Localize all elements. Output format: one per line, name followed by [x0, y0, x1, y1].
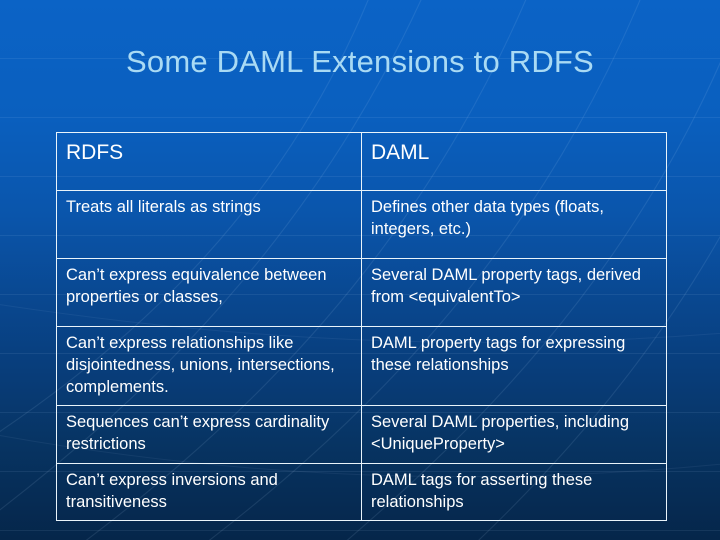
cell-daml: Defines other data types (floats, intege… — [361, 190, 667, 259]
table-row: Treats all literals as strings Defines o… — [56, 190, 667, 259]
cell-rdfs: Can’t express relationships like disjoin… — [56, 326, 362, 406]
comparison-table-container: RDFS DAML Treats all literals as strings… — [56, 132, 667, 521]
table-row: Can’t express inversions and transitiven… — [56, 462, 667, 521]
table-row: Sequences can’t express cardinality rest… — [56, 404, 667, 464]
table-row: Can’t express equivalence between proper… — [56, 258, 667, 327]
cell-rdfs: Sequences can’t express cardinality rest… — [56, 404, 362, 464]
column-header-rdfs: RDFS — [56, 132, 362, 191]
rdfs-daml-comparison-table: RDFS DAML Treats all literals as strings… — [56, 132, 667, 521]
table-row: Can’t express relationships like disjoin… — [56, 326, 667, 406]
cell-daml: Several DAML properties, including <Uniq… — [361, 404, 667, 464]
cell-rdfs: Can’t express equivalence between proper… — [56, 258, 362, 327]
cell-daml: DAML tags for asserting these relationsh… — [361, 462, 667, 521]
cell-daml: DAML property tags for expressing these … — [361, 326, 667, 406]
cell-rdfs: Treats all literals as strings — [56, 190, 362, 259]
cell-rdfs: Can’t express inversions and transitiven… — [56, 462, 362, 521]
column-header-daml: DAML — [361, 132, 667, 191]
table-header-row: RDFS DAML — [56, 132, 667, 191]
page-title: Some DAML Extensions to RDFS — [126, 44, 594, 79]
cell-daml: Several DAML property tags, derived from… — [361, 258, 667, 327]
